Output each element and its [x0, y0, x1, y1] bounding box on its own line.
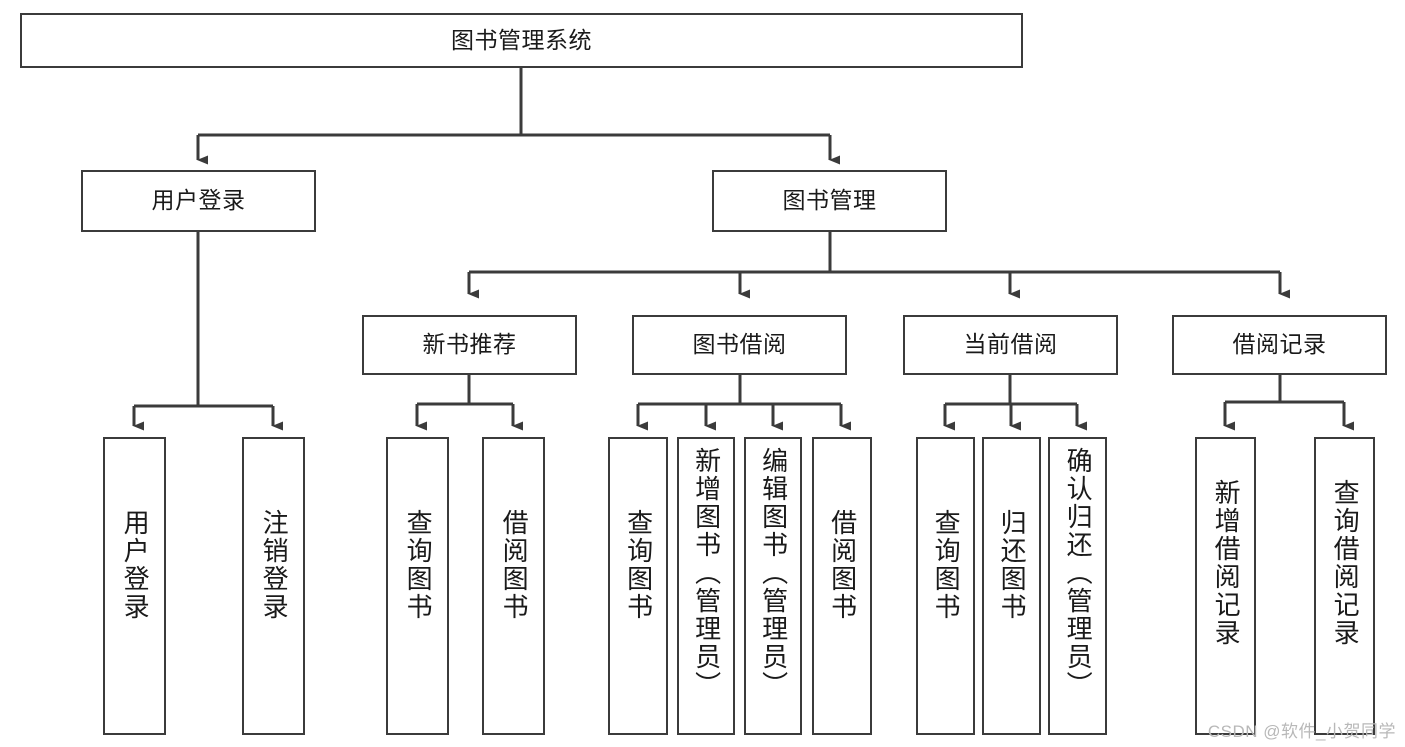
node-book-borrow[interactable]: 图书借阅	[632, 315, 847, 375]
node-label: 编辑图书（管理员）	[758, 447, 789, 699]
node-label: 查询图书	[403, 509, 434, 621]
node-label: 当前借阅	[963, 331, 1058, 358]
leaf-confirm-return[interactable]: 确认归还（管理员）	[1048, 437, 1107, 735]
node-label: 借阅图书	[827, 509, 858, 621]
leaf-add-book[interactable]: 新增图书（管理员）	[677, 437, 735, 735]
node-user-login[interactable]: 用户登录	[81, 170, 316, 232]
node-label: 查询图书	[931, 509, 962, 621]
node-label: 注销登录	[259, 509, 290, 621]
leaf-query-book-borrow[interactable]: 查询图书	[608, 437, 668, 735]
node-label: 查询借阅记录	[1330, 479, 1361, 647]
node-root-book-management-system[interactable]: 图书管理系统	[20, 13, 1023, 68]
leaf-user-login[interactable]: 用户登录	[103, 437, 166, 735]
node-label: 确认归还（管理员）	[1063, 447, 1094, 699]
node-label: 归还图书	[997, 509, 1028, 621]
leaf-edit-book[interactable]: 编辑图书（管理员）	[744, 437, 802, 735]
node-label: 借阅记录	[1232, 331, 1327, 358]
leaf-add-borrow-record[interactable]: 新增借阅记录	[1195, 437, 1256, 735]
node-new-book-recommend[interactable]: 新书推荐	[362, 315, 577, 375]
node-label: 新增借阅记录	[1211, 479, 1242, 647]
node-label: 新书推荐	[422, 331, 517, 358]
leaf-return-book[interactable]: 归还图书	[982, 437, 1041, 735]
node-label: 新增图书（管理员）	[691, 447, 722, 699]
node-borrow-record[interactable]: 借阅记录	[1172, 315, 1387, 375]
csdn-watermark: CSDN @软件_小贺同学	[1207, 722, 1396, 741]
node-label: 用户登录	[151, 187, 246, 214]
leaf-logout-login[interactable]: 注销登录	[242, 437, 305, 735]
node-label: 图书借阅	[692, 331, 787, 358]
node-label: 图书管理	[782, 187, 877, 214]
leaf-borrow-book-new-recommend[interactable]: 借阅图书	[482, 437, 545, 735]
node-label: 查询图书	[623, 509, 654, 621]
node-current-borrow[interactable]: 当前借阅	[903, 315, 1118, 375]
node-label: 用户登录	[120, 509, 151, 621]
node-label: 图书管理系统	[451, 26, 592, 53]
leaf-query-book-current[interactable]: 查询图书	[916, 437, 975, 735]
leaf-query-book-new-recommend[interactable]: 查询图书	[386, 437, 449, 735]
leaf-borrow-book-borrow[interactable]: 借阅图书	[812, 437, 872, 735]
leaf-query-borrow-record[interactable]: 查询借阅记录	[1314, 437, 1375, 735]
node-label: 借阅图书	[499, 509, 530, 621]
node-book-management[interactable]: 图书管理	[712, 170, 947, 232]
